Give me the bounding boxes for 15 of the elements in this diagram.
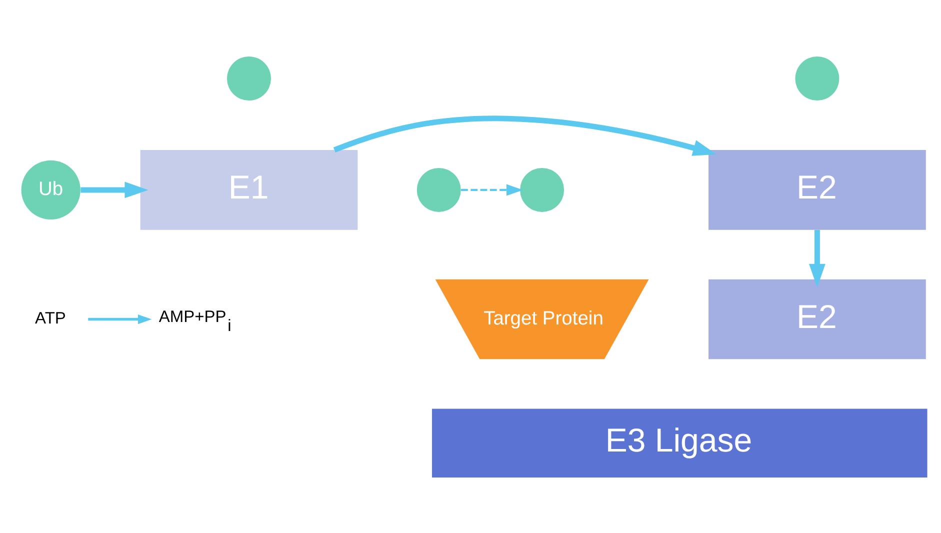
node-box: E2 <box>708 150 926 230</box>
node-box: E1 <box>140 150 358 230</box>
node-box: E2 <box>708 278 926 359</box>
arrow <box>80 181 148 198</box>
arrow <box>333 115 716 156</box>
node-circle <box>226 56 271 100</box>
arrow <box>808 230 826 287</box>
node-text: ATP <box>35 309 66 328</box>
node-box: E3 Ligase <box>432 408 928 477</box>
arrow <box>88 314 152 324</box>
node-circle <box>520 167 564 212</box>
arrow <box>461 184 524 196</box>
node-circle: Ub <box>21 160 80 220</box>
node-circle <box>795 56 840 100</box>
node-circle <box>416 167 461 212</box>
